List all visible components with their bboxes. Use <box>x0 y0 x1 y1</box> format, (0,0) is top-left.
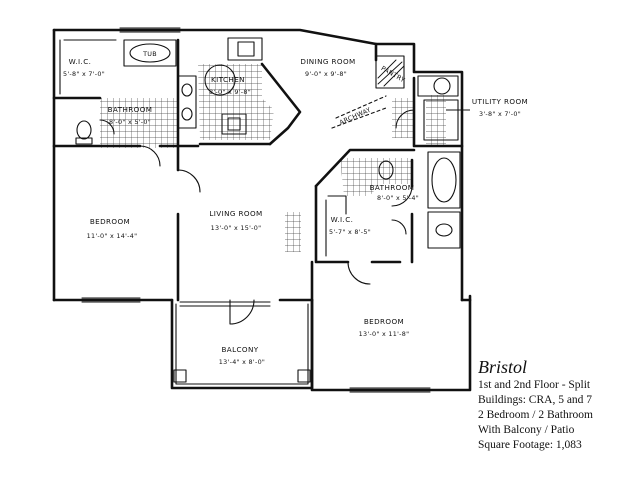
room-size-bath1: 8'-0" x 5'-0" <box>109 118 151 126</box>
room-name-living: LIVING ROOM <box>209 209 262 218</box>
room-size-kitchen: 8'-0" x 9'-8" <box>209 88 251 96</box>
tub-label: TUB <box>142 50 157 58</box>
room-name-kitchen: KITCHEN <box>211 75 245 84</box>
room-name-bedroom2: BEDROOM <box>364 317 404 326</box>
plan-bedbath-line: 2 Bedroom / 2 Bathroom <box>478 409 593 421</box>
plan-info-block: Bristol 1st and 2nd Floor - Split Buildi… <box>478 356 636 453</box>
plan-buildings-line: Buildings: CRA, 5 and 7 <box>478 394 593 406</box>
room-name-bath2: BATHROOM <box>370 183 415 192</box>
room-size-bath2: 8'-0" x 5'-4" <box>377 194 419 202</box>
room-name-wic2: W.I.C. <box>331 215 354 224</box>
room-name-bath1: BATHROOM <box>108 105 153 114</box>
plan-title: Bristol <box>478 357 528 377</box>
room-size-dining: 9'-0" x 9'-8" <box>305 70 347 78</box>
room-name-bedroom1: BEDROOM <box>90 217 130 226</box>
room-name-dining: DINING ROOM <box>300 57 355 66</box>
room-size-utility: 3'-8" x 7'-0" <box>479 110 521 118</box>
room-size-living: 13'-0" x 15'-0" <box>211 224 262 232</box>
room-size-wic2: 5'-7" x 8'-5" <box>329 228 371 236</box>
room-name-utility: UTILITY ROOM <box>472 97 528 106</box>
room-name-wic1: W.I.C. <box>69 57 92 66</box>
plan-sqft-line: Square Footage: 1,083 <box>478 439 582 451</box>
plan-balcony-line: With Balcony / Patio <box>478 424 575 436</box>
room-size-wic1: 5'-8" x 7'-0" <box>63 70 105 78</box>
archway-label: ARCHWAY <box>338 106 372 127</box>
room-size-balcony: 13'-4" x 8'-0" <box>219 358 265 366</box>
room-size-bedroom2: 13'-0" x 11'-8" <box>359 330 410 338</box>
room-name-balcony: BALCONY <box>221 345 258 354</box>
plan-floor-line: 1st and 2nd Floor - Split <box>478 379 591 391</box>
room-size-bedroom1: 11'-0" x 14'-4" <box>87 232 138 240</box>
